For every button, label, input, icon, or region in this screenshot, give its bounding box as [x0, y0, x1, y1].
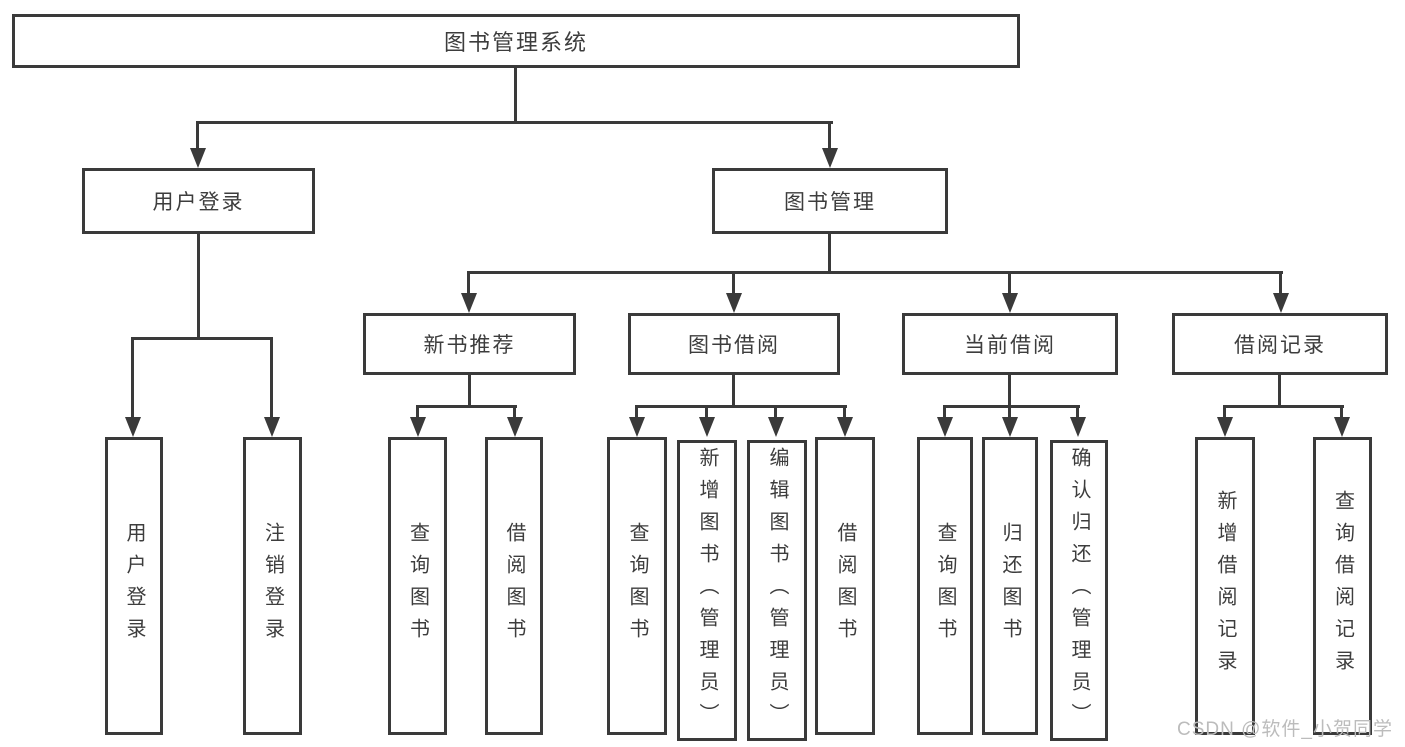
arrowhead-bb-edit: [768, 417, 784, 437]
arrowhead-leaf-logout: [264, 417, 280, 437]
connector-book-mgmt-bar: [467, 271, 1283, 274]
connector-root-stem: [514, 68, 517, 124]
connector-br-bar: [1223, 405, 1344, 408]
leaf-cb-return-books: 归还图书: [982, 437, 1038, 735]
leaf-bb-add-books-admin: 新增图书（管理员）: [677, 440, 737, 741]
connector-to-book-mgmt: [828, 121, 831, 150]
leaf-nbr-borrow-books: 借阅图书: [485, 437, 543, 735]
arrowhead-cb-query: [937, 417, 953, 437]
connector-to-br-add: [1223, 405, 1226, 419]
connector-root-bar: [196, 121, 833, 124]
connector-to-bb-add: [705, 405, 708, 419]
connector-book-mgmt-stem: [828, 234, 831, 274]
leaf-bb-edit-books-admin: 编辑图书（管理员）: [747, 440, 807, 741]
connector-to-nbr-borrow: [513, 405, 516, 419]
connector-to-cb-query: [943, 405, 946, 419]
connector-to-bb-borrow: [843, 405, 846, 419]
connector-to-current-borrow: [1008, 271, 1011, 295]
connector-to-br-query: [1340, 405, 1343, 419]
connector-user-login-bar: [131, 337, 273, 340]
csdn-watermark: CSDN @软件_小贺同学: [1177, 719, 1393, 740]
arrowhead-nbr-borrow: [507, 417, 523, 437]
leaf-nbr-query-books: 查询图书: [388, 437, 447, 735]
node-book-management: 图书管理: [712, 168, 948, 234]
node-book-borrowing: 图书借阅: [628, 313, 840, 375]
leaf-bb-query-books: 查询图书: [607, 437, 667, 735]
arrowhead-current-borrow: [1002, 293, 1018, 313]
arrowhead-br-add: [1217, 417, 1233, 437]
leaf-logout-login: 注销登录: [243, 437, 302, 735]
leaf-bb-borrow-books: 借阅图书: [815, 437, 875, 735]
arrowhead-cb-confirm: [1070, 417, 1086, 437]
connector-br-stem: [1278, 375, 1281, 408]
node-borrowing-records: 借阅记录: [1172, 313, 1388, 375]
connector-bb-bar: [635, 405, 847, 408]
connector-cb-bar: [943, 405, 1080, 408]
node-current-borrowing: 当前借阅: [902, 313, 1118, 375]
leaf-cb-confirm-return-admin: 确认归还（管理员）: [1050, 440, 1108, 741]
connector-nbr-stem: [468, 375, 471, 408]
connector-to-bb-query: [635, 405, 638, 419]
arrowhead-new-book-rec: [461, 293, 477, 313]
connector-to-bb-edit: [774, 405, 777, 419]
leaf-br-query-record: 查询借阅记录: [1313, 437, 1372, 735]
arrowhead-bb-add: [699, 417, 715, 437]
connector-to-leaf-logout: [270, 337, 273, 419]
arrowhead-book-borrow: [726, 293, 742, 313]
arrowhead-user-login: [190, 148, 206, 168]
arrowhead-book-mgmt: [822, 148, 838, 168]
connector-cb-stem: [1008, 375, 1011, 408]
leaf-br-add-record: 新增借阅记录: [1195, 437, 1255, 735]
connector-to-cb-confirm: [1076, 405, 1079, 419]
node-new-book-recommend: 新书推荐: [363, 313, 576, 375]
arrowhead-cb-return: [1002, 417, 1018, 437]
node-user-login: 用户登录: [82, 168, 315, 234]
connector-to-nbr-query: [416, 405, 419, 419]
connector-to-cb-return: [1008, 405, 1011, 419]
arrowhead-bb-borrow: [837, 417, 853, 437]
arrowhead-br-query: [1334, 417, 1350, 437]
connector-nbr-bar: [416, 405, 517, 408]
arrowhead-leaf-user-login: [125, 417, 141, 437]
arrowhead-nbr-query: [410, 417, 426, 437]
node-library-management-system: 图书管理系统: [12, 14, 1020, 68]
leaf-user-login: 用户登录: [105, 437, 163, 735]
connector-to-user-login: [196, 121, 199, 150]
connector-to-leaf-user-login: [131, 337, 134, 419]
arrowhead-borrow-records: [1273, 293, 1289, 313]
connector-user-login-stem: [197, 234, 200, 340]
arrowhead-bb-query: [629, 417, 645, 437]
connector-to-book-borrow: [732, 271, 735, 295]
leaf-cb-query-books: 查询图书: [917, 437, 973, 735]
connector-to-new-book-rec: [467, 271, 470, 295]
connector-to-borrow-records: [1279, 271, 1282, 295]
connector-bb-stem: [732, 375, 735, 408]
